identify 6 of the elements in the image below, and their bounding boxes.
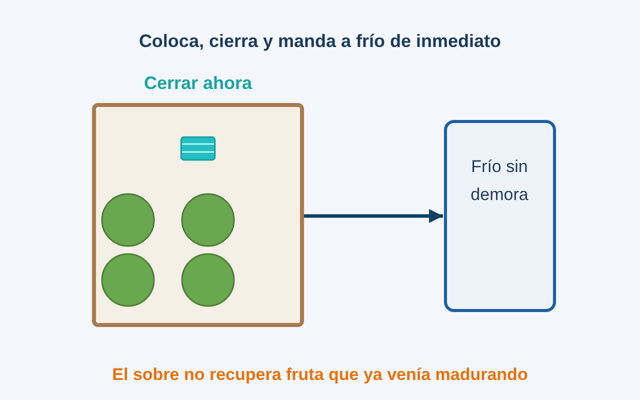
arrow [304,209,443,223]
heading: Cerrar ahora [142,73,254,94]
process-box [444,120,556,312]
box-label: Frío sin demora [470,156,530,206]
title: Coloca, cierra y manda a frío de inmediato [138,31,502,52]
caption: El sobre no recupera fruta que ya venía madurando [111,365,529,385]
